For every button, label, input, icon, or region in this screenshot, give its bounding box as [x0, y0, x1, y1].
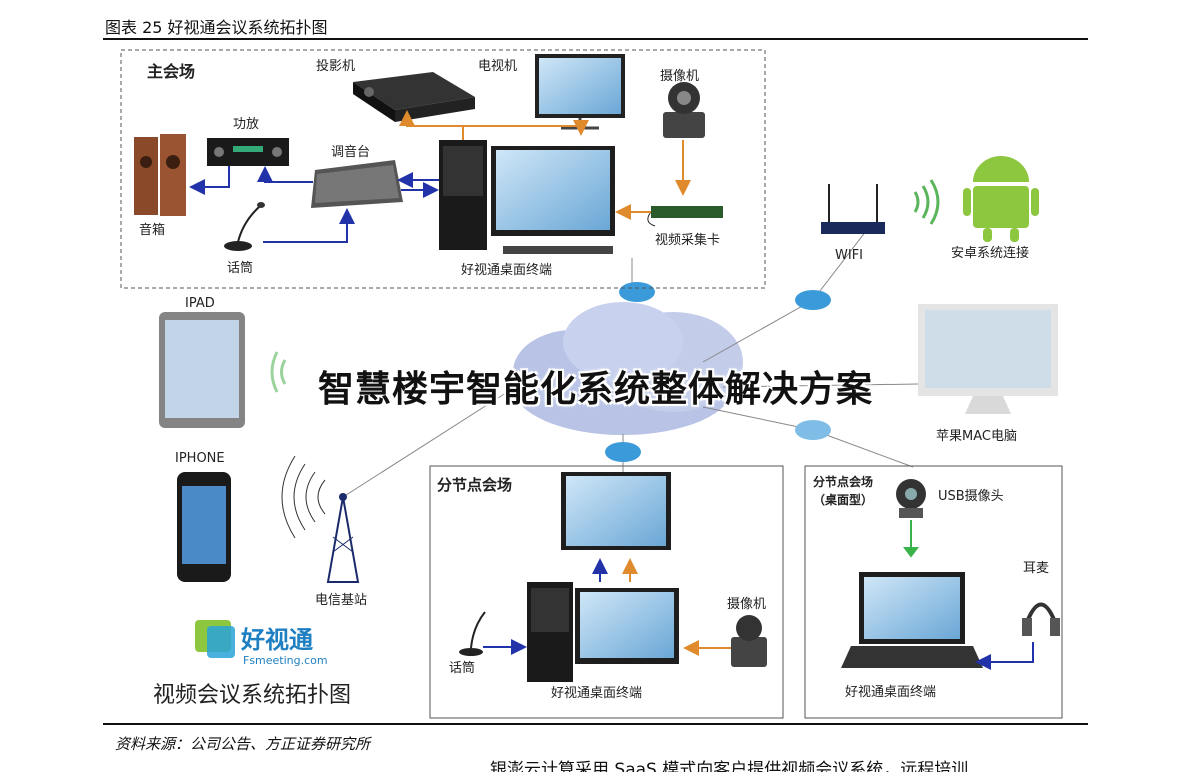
base-station-icon	[326, 493, 360, 583]
ipad-icon	[159, 312, 245, 428]
diagram-caption: 视频会议系统拓扑图	[153, 683, 351, 708]
bottom-rule	[103, 723, 1088, 725]
monitor-icon	[491, 146, 615, 254]
tv-icon	[535, 54, 625, 130]
figure-title: 图表 25 好视通会议系统拓扑图	[105, 18, 328, 37]
usb-camera-icon	[896, 479, 926, 518]
headset-label: 耳麦	[1023, 561, 1049, 576]
mac-label: 苹果MAC电脑	[936, 429, 1017, 444]
logo-url: Fsmeeting.com	[243, 654, 328, 667]
logo-name: 好视通	[240, 626, 313, 654]
topology-diagram: 主会场 投影机 电视机 摄像机 功放 调音台	[120, 49, 1063, 719]
watermark-title: 智慧楼宇智能化系统整体解决方案	[317, 369, 873, 410]
projector-label: 投影机	[316, 58, 355, 74]
router-icon	[605, 282, 831, 462]
branch-terminal-label: 好视通桌面终端	[551, 685, 642, 701]
capture-card-icon	[647, 206, 723, 227]
camera-label: 摄像机	[660, 69, 699, 84]
wifi-label: WIFI	[835, 248, 863, 263]
mixer-icon	[311, 160, 403, 208]
branch-monitor-icon	[575, 588, 679, 664]
ipad-label: IPAD	[185, 296, 215, 311]
ipad-signal-icon	[270, 351, 287, 393]
cloud-icon	[513, 302, 743, 435]
source-note: 资料来源：公司公告、方正证券研究所	[115, 735, 371, 753]
radio-wave-icon	[281, 455, 326, 539]
cut-off-body-text: 银澎云计算采用 SaaS 模式向客户提供视频会议系统，远程培训	[490, 760, 969, 772]
branch-tv-icon	[561, 472, 671, 550]
base-station-label: 电信基站	[315, 593, 367, 608]
wifi-signal-icon	[913, 179, 940, 225]
pc-tower-icon	[439, 140, 487, 250]
top-rule	[103, 38, 1088, 40]
desktop-branch-title-1: 分节点会场	[813, 474, 873, 489]
branch-mic-label: 话筒	[449, 660, 475, 676]
terminal-label: 好视通桌面终端	[461, 262, 552, 278]
main-venue-title: 主会场	[147, 62, 195, 81]
speaker-icon	[134, 134, 186, 216]
tv-label: 电视机	[478, 59, 517, 74]
android-icon	[963, 156, 1039, 242]
projector-icon	[353, 72, 475, 122]
branch-camera-label: 摄像机	[727, 597, 766, 612]
camera-icon	[663, 82, 705, 138]
amplifier-icon	[207, 138, 289, 166]
mic-label: 话筒	[227, 260, 253, 276]
branch-mic-icon	[459, 611, 486, 656]
desktop-branch-title-2: （桌面型）	[813, 492, 873, 507]
laptop-icon	[841, 572, 983, 668]
iphone-icon	[177, 472, 231, 582]
branch-title: 分节点会场	[437, 476, 512, 494]
capture-card-label: 视频采集卡	[655, 232, 720, 248]
amplifier-label: 功放	[233, 117, 259, 132]
headset-icon	[1022, 602, 1060, 636]
iphone-label: IPHONE	[175, 451, 225, 466]
branch-camera-icon	[731, 615, 767, 667]
branch-pc-tower-icon	[527, 582, 573, 682]
mixer-label: 调音台	[331, 144, 370, 160]
android-label: 安卓系统连接	[951, 245, 1029, 261]
mic-icon	[224, 202, 265, 251]
desktop-terminal-label: 好视通桌面终端	[845, 684, 936, 700]
speaker-label: 音箱	[139, 222, 165, 238]
mac-icon	[918, 304, 1058, 414]
wifi-router-icon	[821, 184, 885, 234]
logo-icon: 好视通 Fsmeeting.com	[195, 620, 328, 667]
usb-camera-label: USB摄像头	[938, 489, 1004, 504]
